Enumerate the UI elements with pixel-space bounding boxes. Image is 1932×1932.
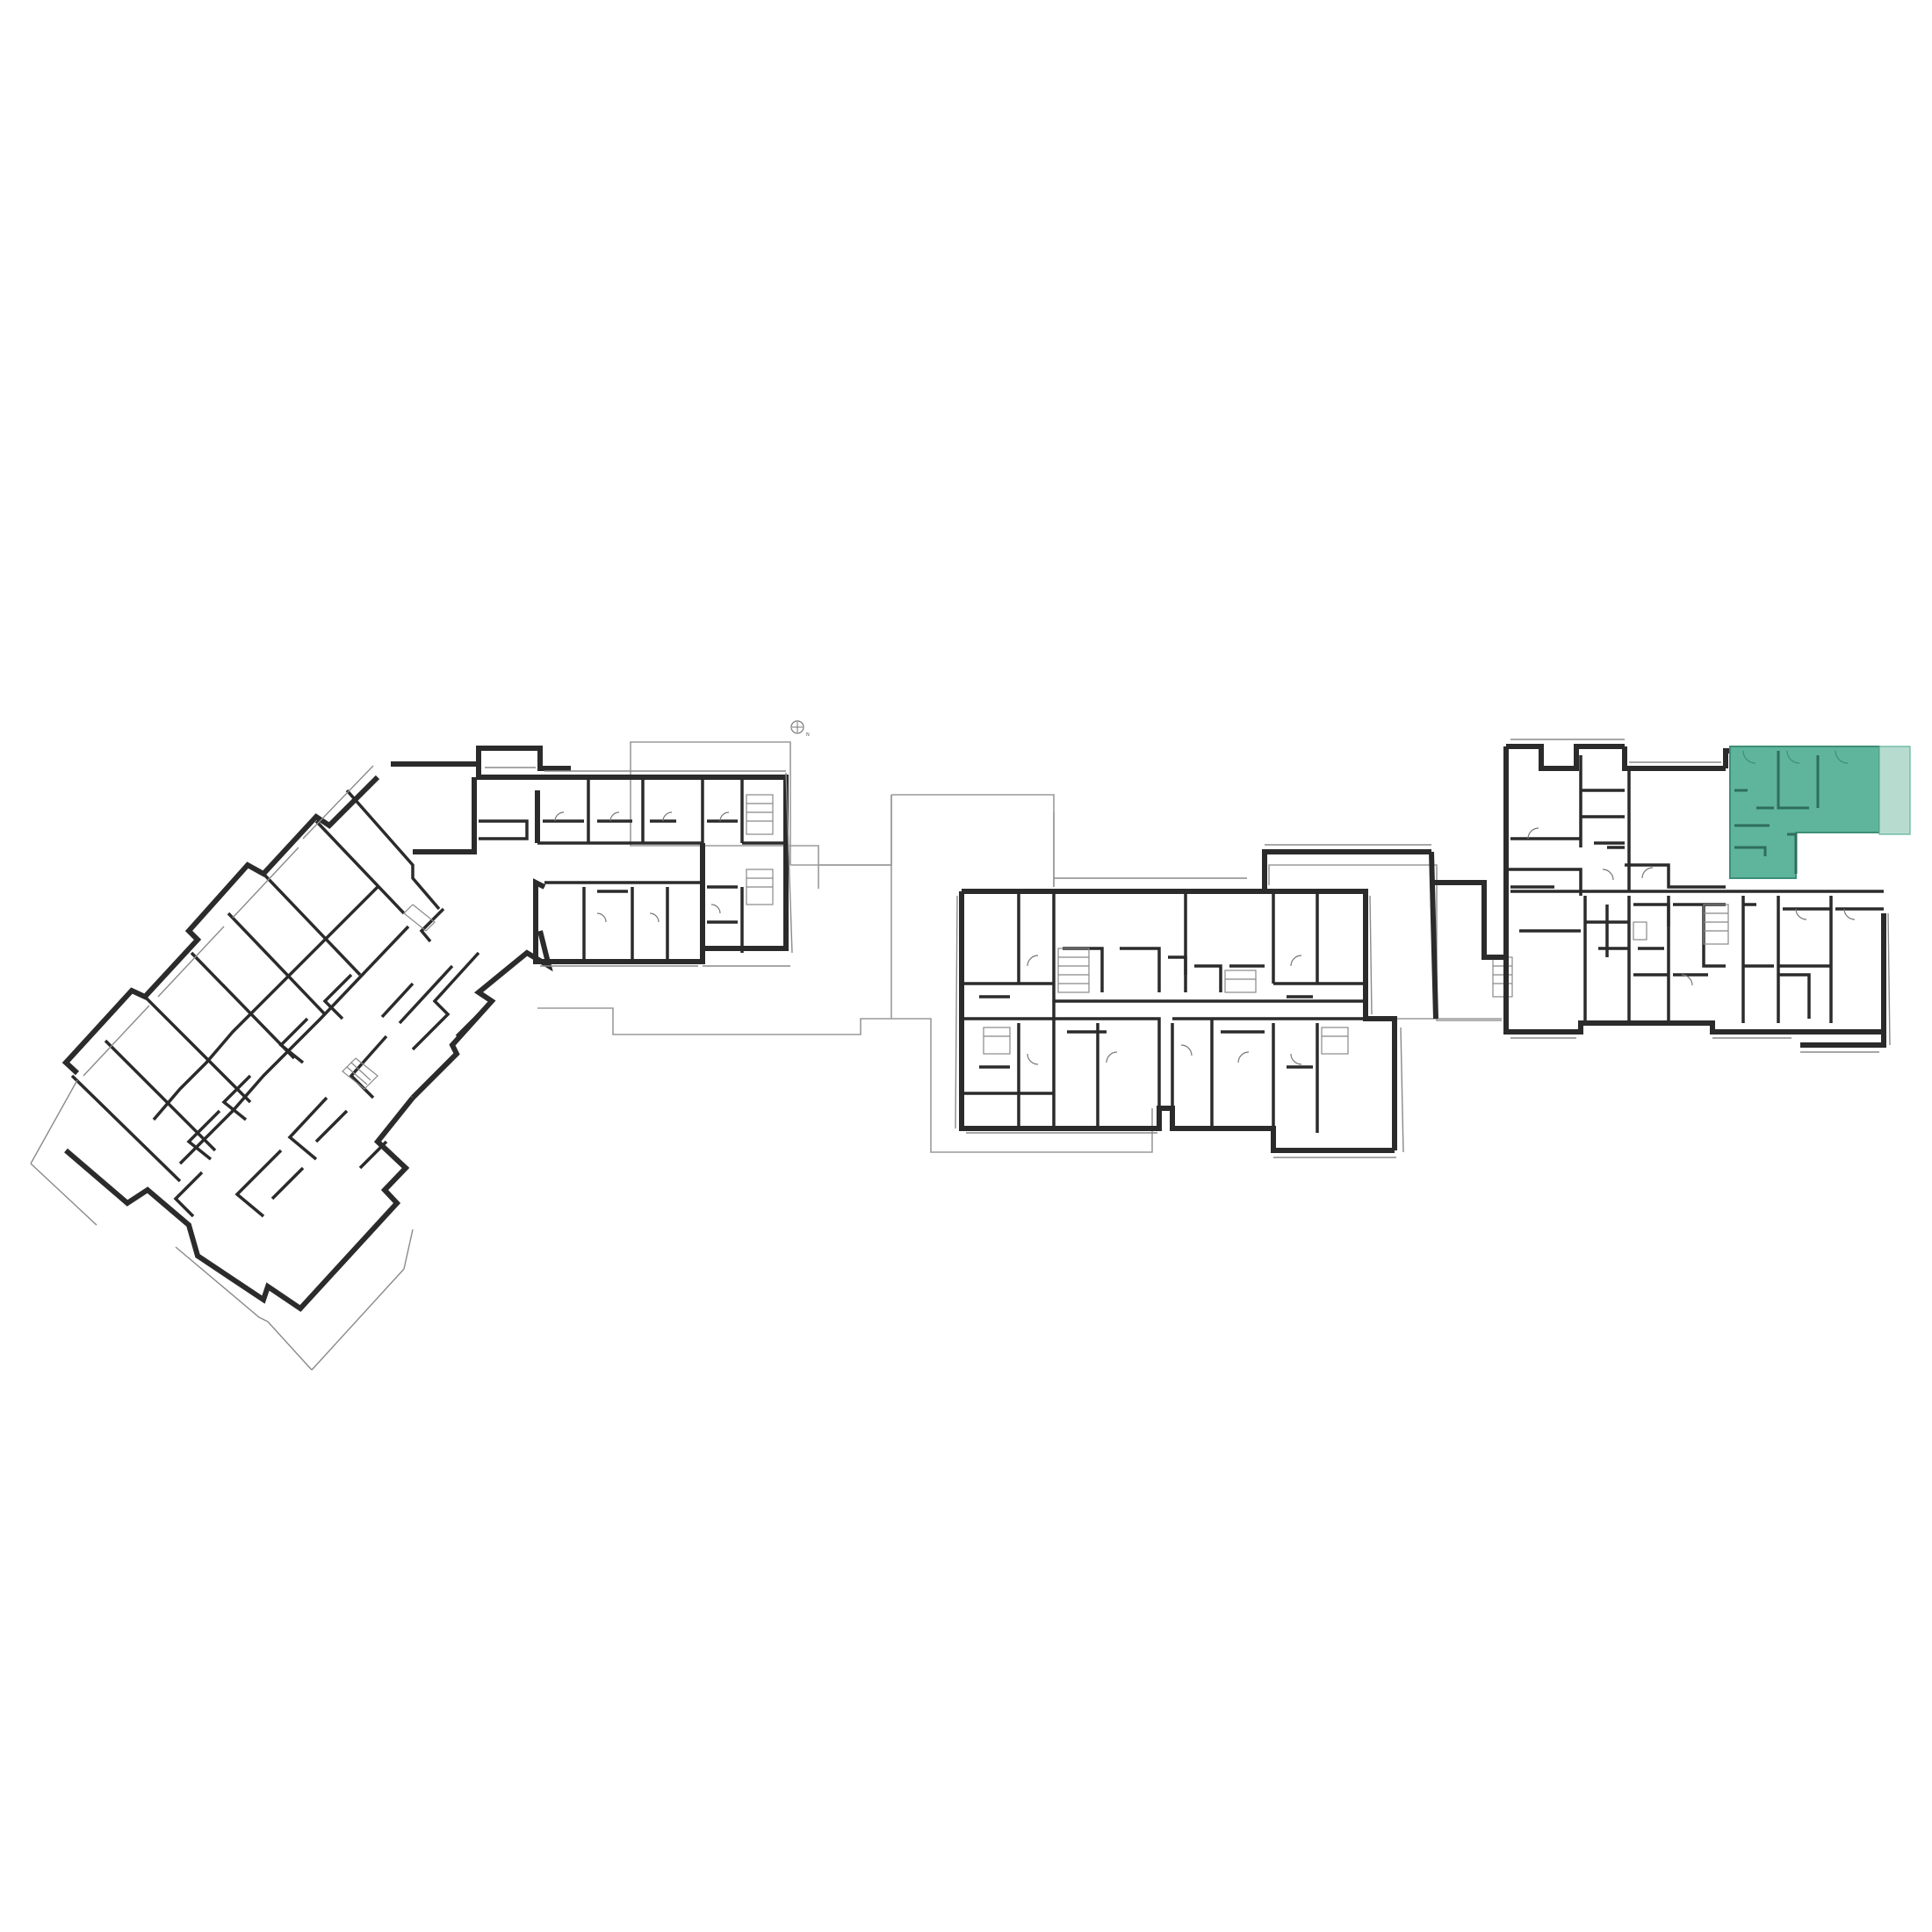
building-center bbox=[955, 844, 1513, 1158]
stair-north bbox=[746, 794, 774, 905]
north-arrow-icon: N bbox=[790, 720, 810, 738]
site-outline bbox=[537, 741, 1502, 1153]
building-right bbox=[1433, 739, 1911, 1053]
doors-left bbox=[554, 811, 730, 923]
highlighted-apartment[interactable] bbox=[1729, 746, 1911, 879]
highlighted-balcony[interactable] bbox=[1878, 746, 1911, 835]
doors-center bbox=[1027, 955, 1302, 1065]
compass-label: N bbox=[806, 732, 810, 738]
stair-left bbox=[342, 904, 436, 1090]
stair-right bbox=[1633, 904, 1729, 945]
building-left: N bbox=[30, 720, 810, 1371]
highlighted-unit-area[interactable] bbox=[1729, 746, 1880, 879]
doors-right bbox=[1527, 827, 1856, 986]
